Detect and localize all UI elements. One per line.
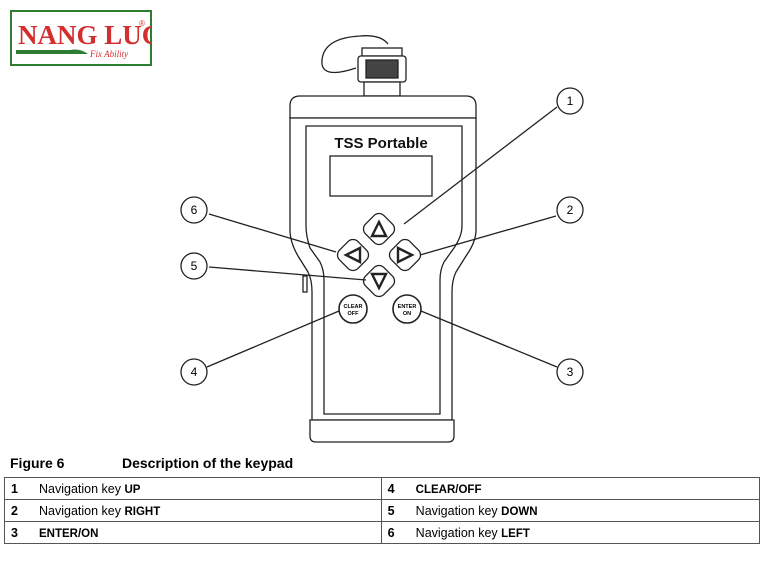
enter-key-label-1: ENTER [398,304,417,310]
arrow-right-icon [396,246,415,264]
key-text: Navigation key [415,503,502,518]
figure-number: Figure 6 [10,455,65,471]
table-row: 2 Navigation key RIGHT 5 Navigation key … [4,499,760,522]
navigation-pad [336,212,422,298]
logo-brand: NANG LUC [18,20,152,50]
key-description: Navigation key RIGHT [31,499,382,522]
enter-on-key[interactable] [392,294,422,324]
device-title: TSS Portable [334,135,427,152]
arrow-down-icon [370,272,388,291]
callout-3: 3 [567,365,574,379]
cable-loop [321,35,389,74]
key-keyword: UP [124,483,141,496]
display-screen [329,155,433,197]
clear-key-label-2: OFF [348,311,360,317]
enter-key-label-2: ON [403,311,411,317]
logo-registered: ® [139,19,145,28]
key-number: 2 [4,499,31,522]
logo-tagline: Fix Ability [89,49,128,59]
clear-off-key[interactable] [338,294,368,324]
key-number: 3 [4,521,31,544]
key-keyword: LEFT [501,527,530,540]
keypad-table: 1 Navigation key UP 4 CLEAR/OFF 2 Naviga… [4,477,760,544]
key-number: 5 [380,499,408,522]
key-description: CLEAR/OFF [407,477,760,500]
key-number: 1 [4,477,31,500]
table-row: 1 Navigation key UP 4 CLEAR/OFF [4,477,760,500]
key-description: Navigation key UP [31,477,382,500]
callout-1: 1 [567,94,574,108]
table-row: 3 ENTER/ON 6 Navigation key LEFT [4,521,760,544]
callout-4: 4 [191,365,198,379]
figure-title: Description of the keypad [122,455,294,471]
arrow-up-icon [370,219,388,238]
key-keyword: RIGHT [124,505,161,518]
key-number: 6 [380,521,408,544]
key-text: Navigation key [39,503,125,518]
key-description: Navigation key DOWN [407,499,760,522]
key-keyword: DOWN [501,505,538,518]
key-text: Navigation key [415,525,502,540]
key-description: ENTER/ON [31,521,382,544]
callout-5: 5 [191,259,198,273]
callout-6: 6 [191,203,198,217]
key-number: 4 [380,477,408,500]
key-keyword: CLEAR/OFF [415,483,482,496]
callout-2: 2 [567,203,574,217]
figure-caption: Figure 6 Description of the keypad [10,455,758,475]
nang-luc-logo: NANG LUC ® Fix Ability [10,10,152,66]
key-description: Navigation key LEFT [407,521,760,544]
clear-key-label-1: CLEAR [344,304,363,310]
arrow-left-icon [343,246,362,264]
key-keyword: ENTER/ON [39,527,99,540]
key-text: Navigation key [39,481,125,496]
device-figure: TSS Portable CLEAR OFF ENTER ON 1 2 3 4 … [180,35,584,443]
